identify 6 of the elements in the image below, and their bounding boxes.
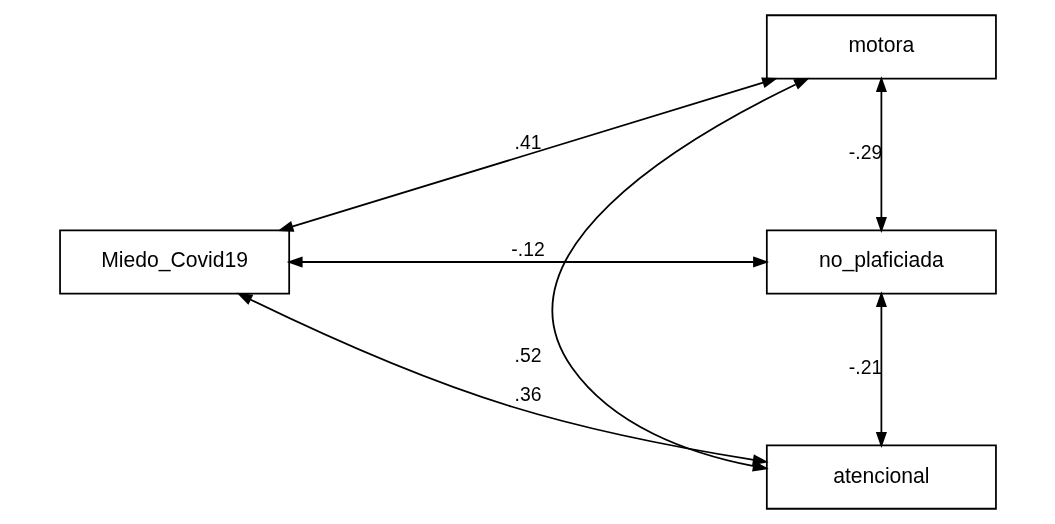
edge-label: -.12 bbox=[510, 238, 545, 261]
edge-label: -.29 bbox=[848, 141, 882, 164]
edge-label: .36 bbox=[514, 382, 541, 405]
edge-label: -.21 bbox=[848, 356, 882, 379]
edge-label: .52 bbox=[514, 344, 541, 367]
edge-label: .41 bbox=[514, 130, 541, 153]
